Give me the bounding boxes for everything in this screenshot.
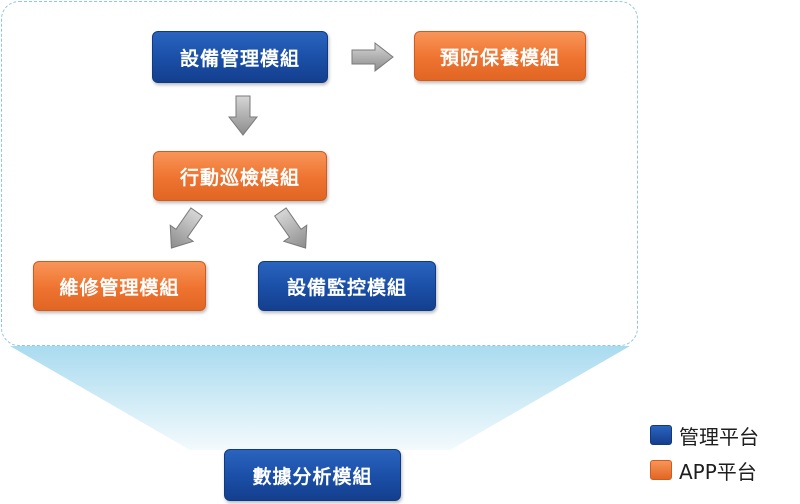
mobile-inspection-label: 行動巡檢模組 <box>179 166 300 189</box>
legend-label-app: APP平台 <box>679 460 757 484</box>
legend-swatch-app <box>650 460 672 480</box>
data-analysis-label: 數據分析模組 <box>252 465 373 488</box>
equipment-monitoring-label: 設備監控模組 <box>286 276 407 299</box>
preventive-maintenance-module: 預防保養模組 <box>414 31 586 81</box>
equipment-monitoring-module: 設備監控模組 <box>258 261 436 311</box>
equipment-mgmt-module: 設備管理模組 <box>152 31 328 83</box>
arrow-right-icon <box>351 41 394 73</box>
legend-swatch-management <box>650 425 672 445</box>
repair-mgmt-label: 維修管理模組 <box>59 276 180 299</box>
mobile-inspection-module: 行動巡檢模組 <box>153 151 327 201</box>
repair-mgmt-module: 維修管理模組 <box>33 261 206 311</box>
arrow-down-right-icon <box>273 207 308 249</box>
legend-label-management: 管理平台 <box>679 425 759 449</box>
data-analysis-module: 數據分析模組 <box>224 449 401 501</box>
preventive-maintenance-label: 預防保養模組 <box>439 46 560 69</box>
arrow-down-left-icon <box>169 207 204 249</box>
equipment-mgmt-label: 設備管理模組 <box>179 47 300 70</box>
arrow-down-icon <box>227 95 259 136</box>
